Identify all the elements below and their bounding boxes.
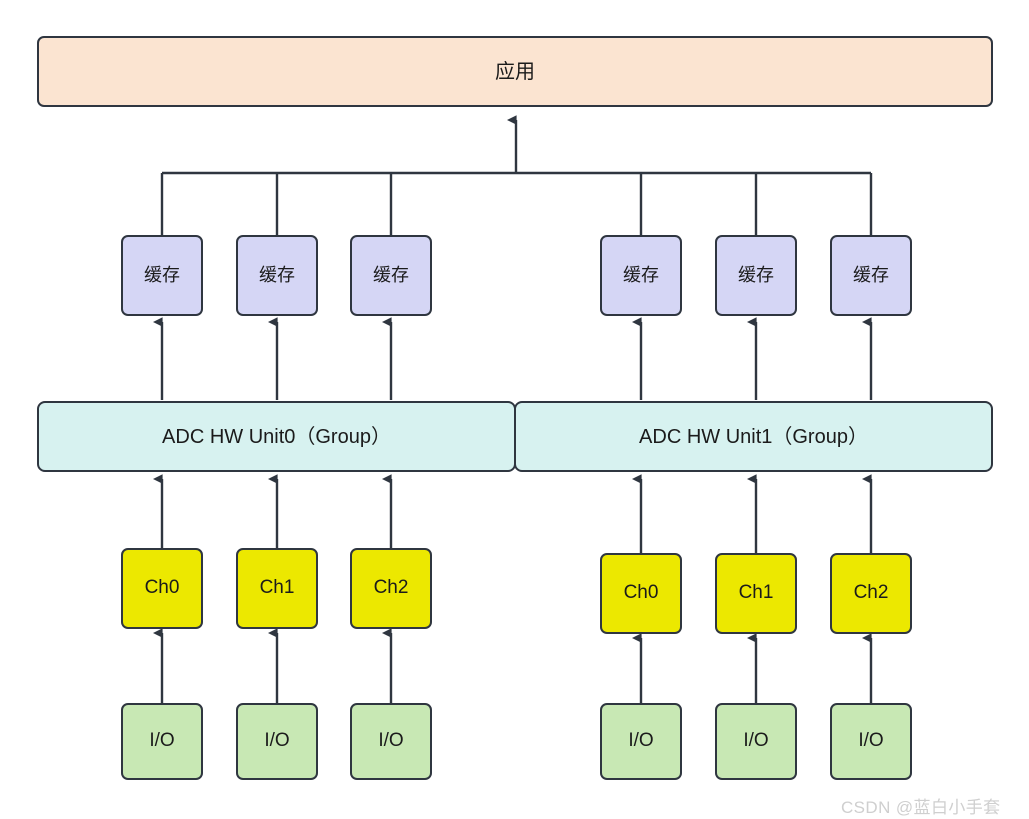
node-channel-label: Ch0 (623, 582, 659, 604)
node-channel-1[interactable]: Ch1 (236, 548, 318, 629)
node-io-label: I/O (149, 730, 175, 752)
node-buffer-5[interactable]: 缓存 (830, 235, 912, 316)
bus-drops (160, 173, 873, 235)
node-channel-5[interactable]: Ch2 (830, 553, 912, 634)
node-adc-hw-unit0[interactable]: ADC HW Unit0（Group） (37, 401, 516, 472)
node-io-1[interactable]: I/O (236, 703, 318, 780)
node-io-label: I/O (858, 730, 884, 752)
node-channel-3[interactable]: Ch0 (600, 553, 682, 634)
node-channel-label: Ch1 (738, 582, 774, 604)
node-adc-hw-unit0-label: ADC HW Unit0（Group） (162, 425, 391, 448)
node-buffer-label: 缓存 (738, 264, 774, 285)
node-buffer-0[interactable]: 缓存 (121, 235, 203, 316)
node-application-label: 应用 (495, 60, 535, 83)
node-application[interactable]: 应用 (37, 36, 993, 107)
node-buffer-3[interactable]: 缓存 (600, 235, 682, 316)
io-to-channel-arrows (152, 628, 873, 703)
node-buffer-label: 缓存 (259, 264, 295, 285)
node-buffer-2[interactable]: 缓存 (350, 235, 432, 316)
node-io-label: I/O (264, 730, 290, 752)
channel-to-unit-arrows (152, 474, 873, 553)
node-io-label: I/O (628, 730, 654, 752)
node-channel-label: Ch0 (144, 577, 180, 599)
node-io-label: I/O (378, 730, 404, 752)
node-io-4[interactable]: I/O (715, 703, 797, 780)
node-io-5[interactable]: I/O (830, 703, 912, 780)
bus-to-application (162, 115, 871, 175)
node-io-3[interactable]: I/O (600, 703, 682, 780)
node-channel-0[interactable]: Ch0 (121, 548, 203, 629)
node-channel-4[interactable]: Ch1 (715, 553, 797, 634)
node-channel-label: Ch2 (853, 582, 889, 604)
node-io-label: I/O (743, 730, 769, 752)
node-adc-hw-unit1-label: ADC HW Unit1（Group） (639, 425, 868, 448)
node-buffer-1[interactable]: 缓存 (236, 235, 318, 316)
unit-to-buffer-arrows (152, 317, 873, 400)
node-channel-label: Ch2 (373, 577, 409, 599)
node-adc-hw-unit1[interactable]: ADC HW Unit1（Group） (514, 401, 993, 472)
node-buffer-label: 缓存 (144, 264, 180, 285)
node-buffer-4[interactable]: 缓存 (715, 235, 797, 316)
node-buffer-label: 缓存 (853, 264, 889, 285)
node-io-2[interactable]: I/O (350, 703, 432, 780)
node-buffer-label: 缓存 (373, 264, 409, 285)
watermark: CSDN @蓝白小手套 (841, 798, 1001, 817)
node-channel-label: Ch1 (259, 577, 295, 599)
node-buffer-label: 缓存 (623, 264, 659, 285)
node-io-0[interactable]: I/O (121, 703, 203, 780)
node-channel-2[interactable]: Ch2 (350, 548, 432, 629)
